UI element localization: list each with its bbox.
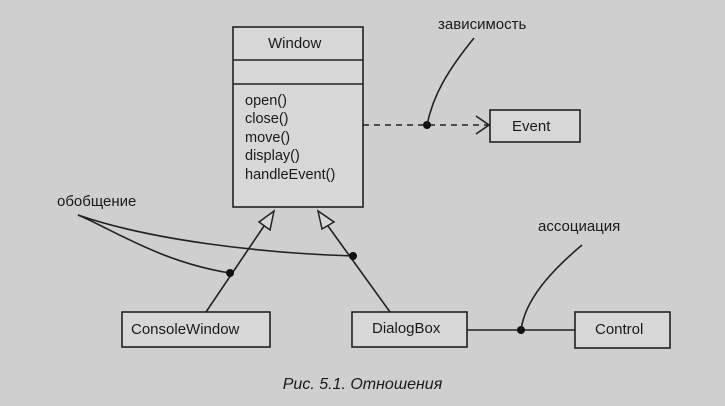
generalization-line-consolewindow: [205, 225, 265, 313]
generalization-callout-leader-left: [77, 214, 231, 274]
dialogbox-class-name: DialogBox: [372, 320, 441, 337]
dialogbox-class-box: [351, 311, 468, 348]
control-class-box: [574, 311, 671, 349]
window-operation: display(): [245, 148, 300, 165]
generalization-arrowhead-left: [257, 209, 276, 232]
generalization-callout-dot-left: [226, 269, 234, 277]
window-class-name: Window: [268, 35, 322, 52]
figure-caption: Рис. 5.1. Отношения: [282, 376, 443, 393]
window-operation: handleEvent(): [245, 166, 336, 183]
window-operation: close(): [245, 111, 289, 128]
generalization-callout-leader-right: [77, 214, 354, 257]
association-callout-label: ассоциация: [538, 218, 621, 235]
dependency-callout-leader: [426, 37, 475, 126]
control-class-name: Control: [595, 321, 644, 338]
consolewindow-class-box: [121, 311, 271, 348]
window-operations-list: open() close() move() display() handleEv…: [245, 92, 335, 184]
window-operation: move(): [245, 129, 291, 146]
dependency-arrowhead: [475, 115, 491, 135]
dependency-callout-label: зависимость: [438, 16, 527, 33]
window-operation: open(): [245, 93, 287, 109]
generalization-line-dialogbox: [327, 225, 391, 313]
window-class-box: [232, 26, 364, 208]
event-class-box: [489, 109, 581, 143]
consolewindow-class-name: ConsoleWindow: [131, 321, 240, 338]
event-class-name: Event: [512, 118, 551, 135]
generalization-callout-label: обобщение: [57, 193, 137, 210]
generalization-callout-dot-right: [349, 252, 357, 260]
association-callout-leader: [520, 244, 583, 331]
generalization-arrowhead-right: [316, 209, 336, 231]
